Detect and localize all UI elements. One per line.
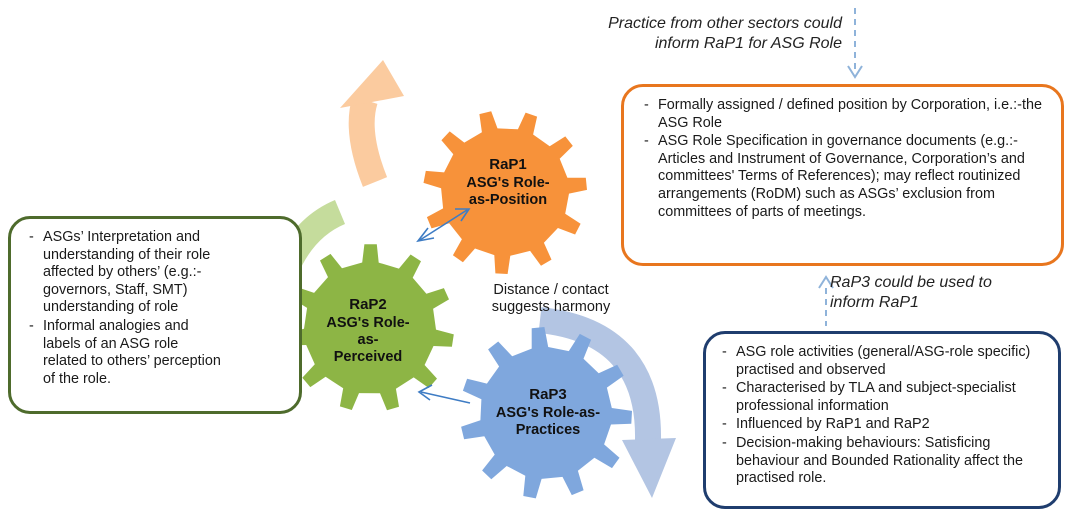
position-box: Formally assigned / defined position by … <box>621 84 1064 266</box>
rap3-label: RaP3 ASG's Role-as- Practices <box>478 386 618 439</box>
rap1-gear <box>423 111 587 274</box>
rap3-title-line-2: Practices <box>515 422 581 438</box>
list-item: Characterised by TLA and subject-special… <box>722 380 1048 415</box>
rap1-rap2-connector <box>416 208 471 243</box>
rap3-gear <box>461 327 632 499</box>
orange-cycle-arrow <box>340 60 404 187</box>
perceived-box: ASGs’ Interpretation and understanding o… <box>8 216 302 414</box>
top-note-line-1: Practice from other sectors could <box>608 15 842 32</box>
right-note: RaP3 could be used to inform RaP1 <box>830 273 1058 313</box>
rap1-code: RaP1 <box>489 156 527 173</box>
rap1-title-line-2: as-Position <box>468 192 548 208</box>
rap2-label: RaP2 ASG's Role- as- Perceived <box>312 296 424 366</box>
top-note-line-2: inform RaP1 for ASG Role <box>654 35 842 52</box>
practices-box-list: ASG role activities (general/ASG-role sp… <box>716 344 1048 488</box>
rap2-title-line-1: ASG's Role- <box>326 315 410 331</box>
rap2-rap3-connector <box>417 384 471 404</box>
perceived-box-list: ASGs’ Interpretation and understanding o… <box>23 229 221 388</box>
right-note-line-2: inform RaP1 <box>830 294 919 311</box>
list-item: Influenced by RaP1 and RaP2 <box>722 416 1048 434</box>
right-dashed-arrow <box>818 275 834 326</box>
list-item: Decision-making behaviours: Satisficing … <box>722 435 1048 488</box>
top-dashed-arrow <box>847 8 863 79</box>
top-note: Practice from other sectors could inform… <box>520 14 842 54</box>
list-item: ASG Role Specification in governance doc… <box>644 133 1049 221</box>
list-item: Formally assigned / defined position by … <box>644 97 1049 132</box>
blue-cycle-arrow <box>538 307 676 498</box>
distance-label-line-1: Distance / contact <box>493 282 609 298</box>
rap2-title-line-2: as- <box>357 332 379 348</box>
practices-box: ASG role activities (general/ASG-role sp… <box>703 331 1061 509</box>
right-note-line-1: RaP3 could be used to <box>830 274 992 291</box>
rap3-title-line-1: ASG's Role-as- <box>495 405 601 421</box>
rap2-code: RaP2 <box>349 296 387 313</box>
list-item: ASG role activities (general/ASG-role sp… <box>722 344 1048 379</box>
rap1-title-line-1: ASG's Role- <box>466 175 550 191</box>
list-item: Informal analogies and labels of an ASG … <box>29 318 221 388</box>
distance-label-line-2: suggests harmony <box>491 299 611 315</box>
rap2-gear <box>286 244 454 411</box>
rap3-code: RaP3 <box>529 386 567 403</box>
list-item: ASGs’ Interpretation and understanding o… <box>29 229 221 317</box>
rap1-label: RaP1 ASG's Role- as-Position <box>448 156 568 209</box>
position-box-list: Formally assigned / defined position by … <box>638 97 1049 221</box>
distance-label: Distance / contact suggests harmony <box>470 282 632 316</box>
rap2-title-line-3: Perceived <box>333 349 403 365</box>
